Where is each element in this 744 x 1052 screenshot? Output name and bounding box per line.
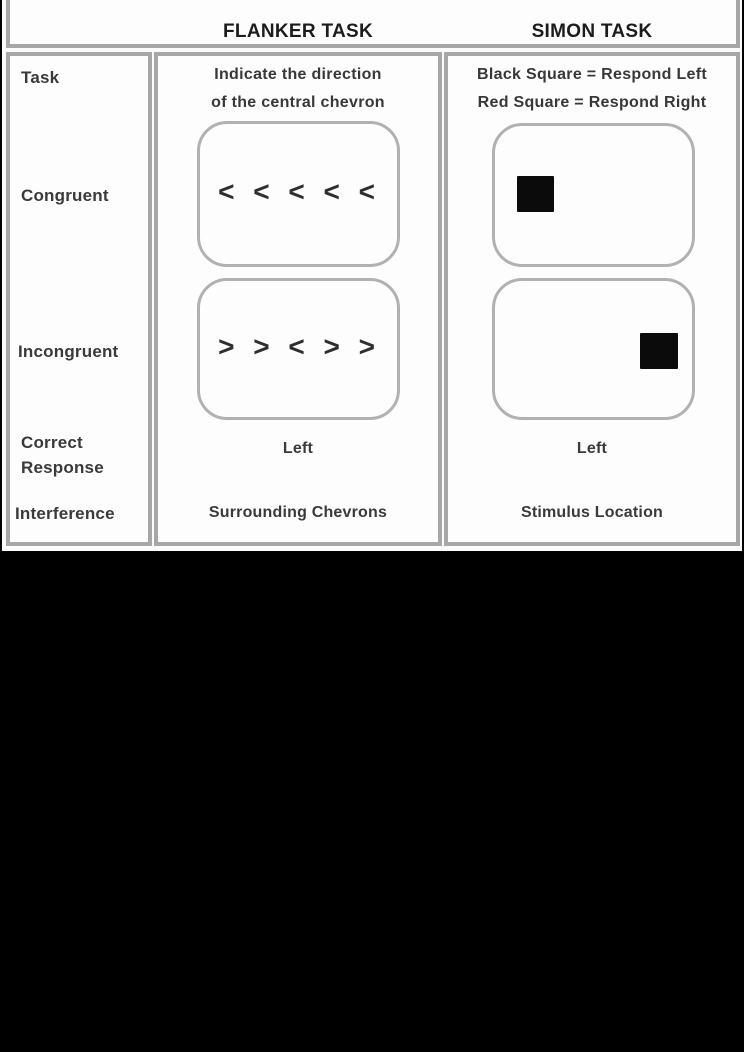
flanker-task-header: FLANKER TASK [223,21,373,42]
flanker-task-description-line2: of the central chevron [211,94,385,111]
flanker-congruent-stimulus-box: < < < < < [197,121,400,267]
simon-incongruent-black-square [640,333,678,369]
flanker-correct-response-value: Left [282,440,314,457]
row-label-correct-response-line2: Response [21,458,104,477]
simon-congruent-black-square [517,176,554,212]
flanker-task-description-line1: Indicate the direction [214,66,382,83]
row-label-column [6,52,152,546]
row-label-interference: Interference [15,504,115,523]
simon-task-header: SIMON TASK [531,21,653,42]
flanker-task-description: Indicate the direction of the central ch… [154,61,442,117]
flanker-congruent-chevrons: < < < < < [218,176,379,207]
header-row-box [6,0,740,48]
row-label-correct-response-line1: Correct [21,433,83,452]
simon-interference-value: Stimulus Location [520,504,664,521]
row-label-congruent: Congruent [21,186,109,205]
simon-task-description-line2: Red Square = Respond Right [477,94,707,111]
row-label-correct-response: Correct Response [21,430,104,480]
simon-task-description: Black Square = Respond Left Red Square =… [444,61,740,117]
row-label-incongruent: Incongruent [18,342,119,361]
flanker-incongruent-stimulus-box: > > < > > [197,278,400,420]
task-comparison-figure: FLANKER TASK SIMON TASK Task Congruent I… [2,0,742,551]
simon-task-description-line1: Black Square = Respond Left [477,66,707,83]
simon-correct-response-value: Left [576,440,608,457]
flanker-incongruent-chevrons: > > < > > [218,331,379,362]
row-label-task: Task [21,68,60,87]
flanker-interference-value: Surrounding Chevrons [208,504,388,521]
